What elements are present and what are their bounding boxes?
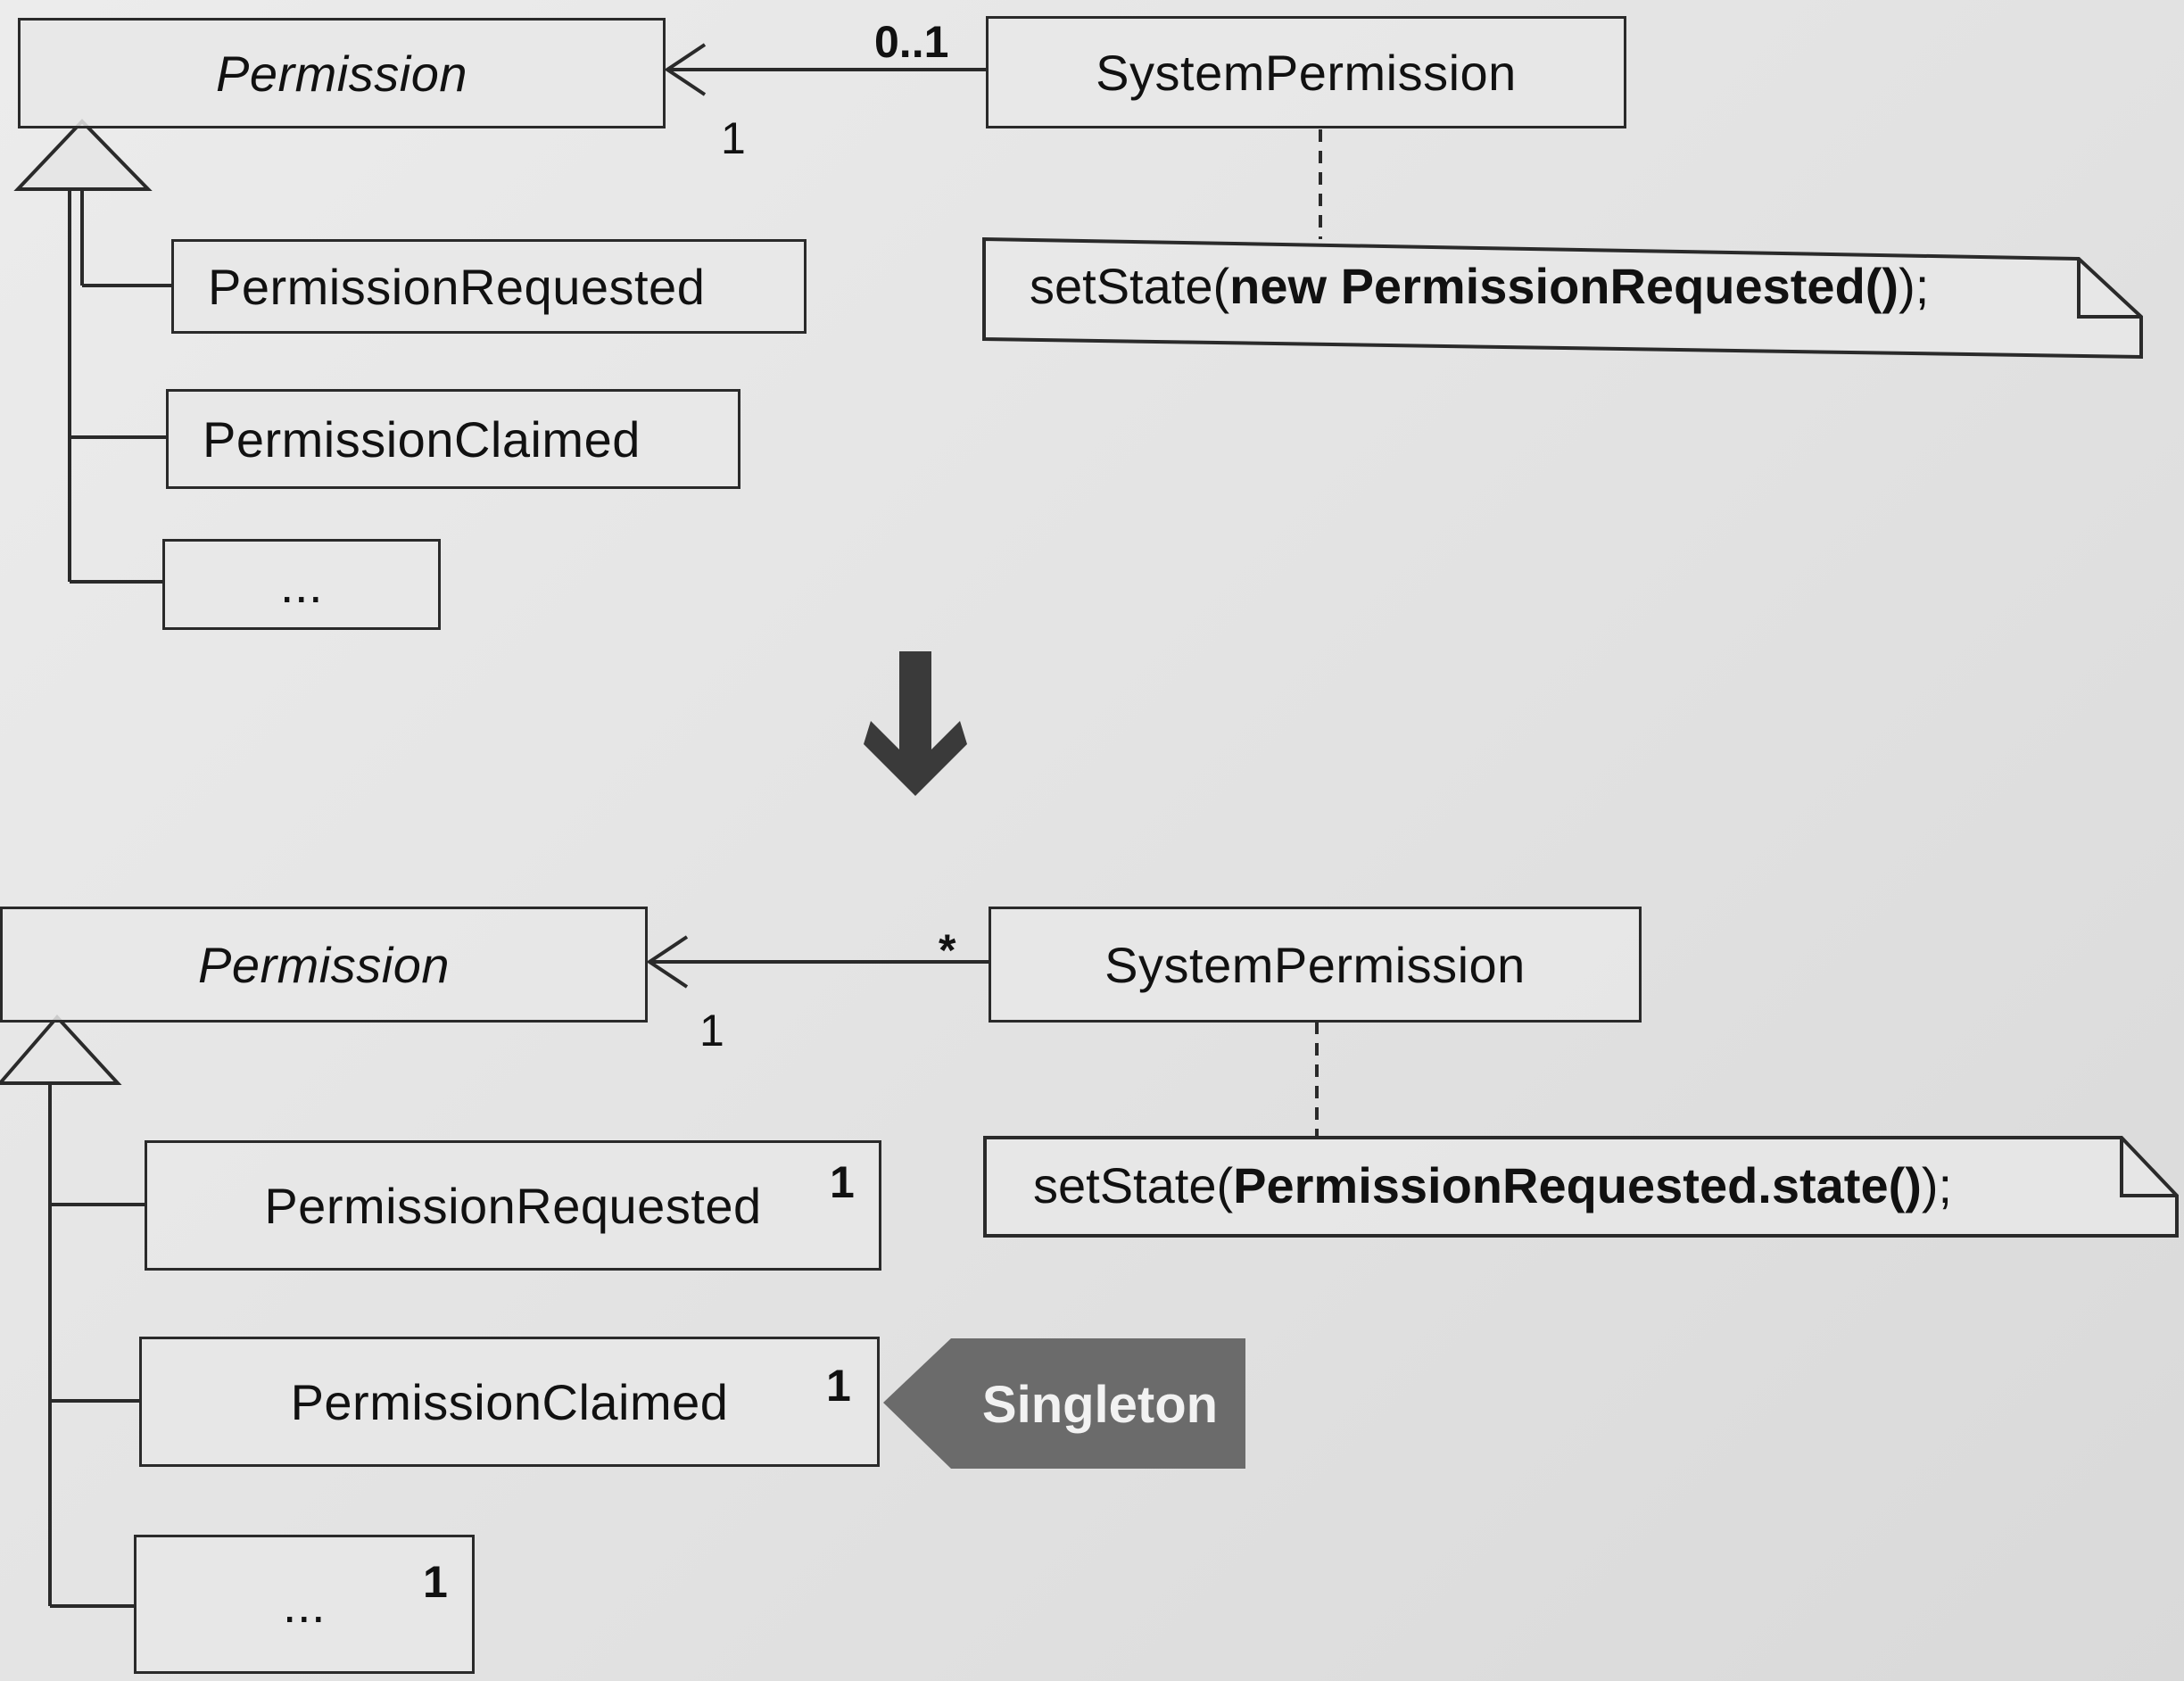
top-note-fold [2077,259,2141,319]
bottom-more-subclasses: ... [134,1535,475,1674]
top-permission-claimed-class: PermissionClaimed [166,389,740,489]
bottom-note [983,1136,2179,1238]
note-code: new PermissionRequested() [1229,258,1899,314]
bottom-permission-requested-class: PermissionRequested [145,1140,881,1271]
top-permission-requested-class: PermissionRequested [171,239,807,334]
bottom-mult-more: 1 [423,1557,448,1607]
class-name: PermissionRequested [264,1177,762,1234]
refactor-arrow-icon [864,651,967,796]
note-prefix: setState( [1033,1157,1234,1213]
class-name: PermissionClaimed [203,410,641,468]
note-suffix: ); [1921,1157,1953,1213]
class-name: PermissionClaimed [290,1373,729,1430]
bottom-note-text: setState(PermissionRequested.state()); [1033,1156,1952,1214]
bottom-mult-claimed: 1 [826,1361,851,1411]
ellipsis: ... [279,556,324,613]
bottom-permission-claimed-class: PermissionClaimed [139,1337,880,1467]
class-name: SystemPermission [1096,44,1517,101]
top-note-text: setState(new PermissionRequested()); [1030,257,1929,315]
bottom-permission-class: Permission [0,907,648,1023]
bottom-generalization-triangle [0,1014,122,1085]
top-system-permission-class: SystemPermission [986,16,1626,128]
top-note [982,236,2143,360]
top-permission-class: Permission [18,18,666,128]
singleton-callout [883,1338,1245,1469]
bottom-association-arrowhead [646,935,689,989]
note-code: PermissionRequested.state() [1233,1157,1922,1213]
top-mult-system-side: 0..1 [874,17,949,67]
note-prefix: setState( [1030,258,1230,314]
bottom-note-fold [2120,1138,2177,1197]
class-name: Permission [198,936,450,993]
class-name: SystemPermission [1104,936,1526,993]
bottom-system-permission-class: SystemPermission [989,907,1642,1023]
top-more-subclasses: ... [162,539,441,630]
top-association-arrowhead [664,43,707,96]
ellipsis: ... [282,1576,327,1633]
singleton-label: Singleton [981,1375,1219,1434]
top-generalization-triangle [13,119,153,191]
bottom-mult-permission-side: 1 [699,1006,724,1056]
bottom-mult-requested: 1 [830,1157,855,1207]
class-name: PermissionRequested [208,258,706,315]
note-suffix: ); [1899,258,1930,314]
bottom-mult-system-side: * [939,925,956,975]
top-mult-permission-side: 1 [721,113,746,163]
class-name: Permission [216,45,467,102]
